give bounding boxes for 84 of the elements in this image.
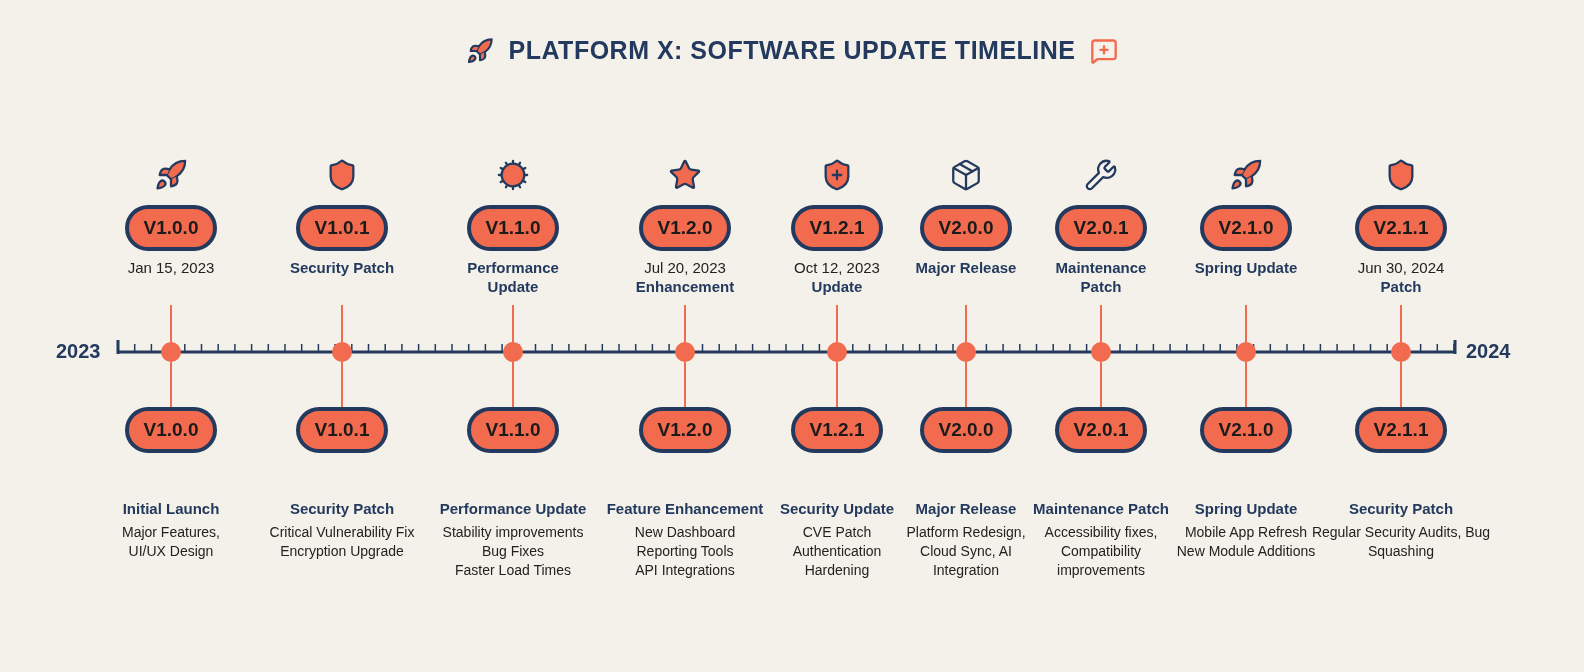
year-label: 2024 (1466, 340, 1511, 363)
release-title: Major Release (915, 258, 1017, 277)
connector-line (1400, 361, 1402, 408)
year-label: 2023 (56, 340, 101, 363)
version-pill: V2.1.1 (1355, 407, 1447, 453)
version-pill: V1.1.0 (467, 205, 559, 251)
connector-line (341, 304, 343, 343)
release-description: New Dashboard (634, 523, 736, 542)
connector-line (1100, 304, 1102, 343)
connector-line (836, 304, 838, 343)
release-title: Performance Update (439, 499, 587, 518)
timeline-dot (332, 342, 352, 362)
connector-line (1245, 304, 1247, 343)
version-pill: V2.1.1 (1355, 205, 1447, 251)
version-pill: V1.2.0 (639, 205, 731, 251)
release-title: Patch (1380, 277, 1422, 296)
version-pill: V1.2.0 (639, 407, 731, 453)
release-description: New Module Additions (1176, 542, 1316, 561)
timeline-dot (1391, 342, 1411, 362)
connector-line (170, 304, 172, 343)
version-pill: V1.2.1 (791, 205, 883, 251)
timeline-dot (1236, 342, 1256, 362)
release-description: Mobile App Refresh (1184, 523, 1308, 542)
release-title: Update (811, 277, 863, 296)
connector-line (512, 361, 514, 408)
release-description: API Integrations (635, 561, 735, 580)
connector-line (836, 361, 838, 408)
release-description: Authentication Hardening (791, 542, 883, 580)
release-description: CVE Patch (802, 523, 872, 542)
release-description: Bug Fixes (481, 542, 545, 561)
release-title: Enhancement (635, 277, 735, 296)
release-description: Reporting Tools (636, 542, 734, 561)
connector-line (1100, 361, 1102, 408)
version-pill: V2.1.0 (1200, 407, 1292, 453)
release-title: Performance Update (466, 258, 560, 296)
connector-line (170, 361, 172, 408)
connector-line (512, 304, 514, 343)
version-pill: V1.0.0 (125, 205, 217, 251)
release-description: Stability improvements (442, 523, 584, 542)
timeline-dot (1091, 342, 1111, 362)
release-title: Major Release (915, 499, 1017, 518)
release-title: Feature Enhancement (606, 499, 764, 518)
release-title: Maintenance Patch (1033, 499, 1169, 518)
connector-line (684, 304, 686, 343)
version-pill: V1.1.0 (467, 407, 559, 453)
timeline-dot (503, 342, 523, 362)
release-title: Security Patch (289, 258, 395, 277)
version-pill: V1.0.0 (125, 407, 217, 453)
release-title: Spring Update (1194, 258, 1298, 277)
release-date: Oct 12, 2023 (794, 258, 880, 277)
connector-line (1400, 304, 1402, 343)
release-title: Security Patch (1348, 499, 1454, 518)
connector-line (684, 361, 686, 408)
diagram-title: PLATFORM X: SOFTWARE UPDATE TIMELINE (508, 36, 1076, 65)
connector-line (965, 361, 967, 408)
version-pill: V1.2.1 (791, 407, 883, 453)
version-pill: V2.0.0 (920, 205, 1012, 251)
release-title: Security Update (779, 499, 895, 518)
version-pill: V1.0.1 (296, 205, 388, 251)
connector-line (965, 304, 967, 343)
timeline-dot (161, 342, 181, 362)
connector-line (1245, 361, 1247, 408)
release-title: Spring Update (1194, 499, 1298, 518)
version-pill: V1.0.1 (296, 407, 388, 453)
release-description: Critical Vulnerability Fix (269, 523, 415, 542)
version-pill: V2.1.0 (1200, 205, 1292, 251)
release-description: Platform Redesign, Cloud Sync, AI Integration (905, 523, 1027, 580)
timeline-dot (827, 342, 847, 362)
release-description: Major Features, UI/UX Design (120, 523, 221, 561)
release-description: Accessibility fixes, Compatibility improvements (1043, 523, 1159, 580)
release-description: Encryption Upgrade (280, 542, 404, 561)
timeline-dot (675, 342, 695, 362)
release-title: Security Patch (289, 499, 395, 518)
release-title: Maintenance Patch (1054, 258, 1148, 296)
release-title: Initial Launch (122, 499, 220, 518)
version-pill: V2.0.0 (920, 407, 1012, 453)
timeline-dot (956, 342, 976, 362)
release-date: Jan 15, 2023 (127, 258, 215, 277)
release-date: Jun 30, 2024 (1357, 258, 1445, 277)
release-date: Jul 20, 2023 (644, 258, 726, 277)
version-pill: V2.0.1 (1055, 205, 1147, 251)
version-pill: V2.0.1 (1055, 407, 1147, 453)
release-description: Faster Load Times (455, 561, 571, 580)
connector-line (341, 361, 343, 408)
